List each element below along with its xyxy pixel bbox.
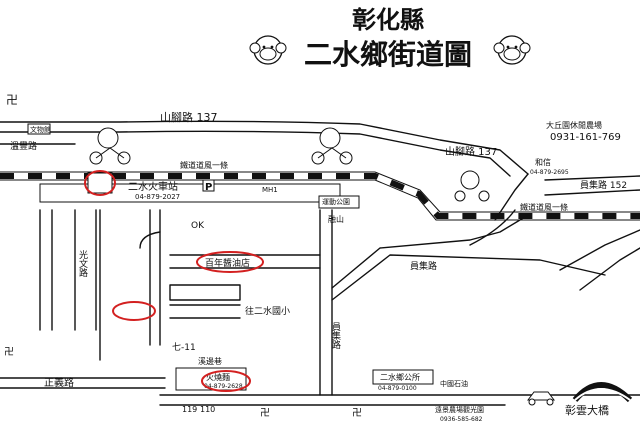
baicheng-label: 百年醬油店 [205, 257, 250, 269]
leisure-farm-phone: 0936-585-682 [440, 416, 483, 423]
county-title: 彰化縣 [352, 5, 424, 34]
station-phone: 04-879-2027 [135, 193, 180, 201]
temple-icon-right: 卍 [352, 407, 362, 419]
car-icon [527, 391, 555, 406]
train-station-building [39, 183, 341, 203]
shanjiao-road [0, 120, 529, 175]
cyclist-icon-3 [454, 170, 490, 202]
bridge-icon [572, 382, 633, 403]
leisure-farm-label: 遠景農場觀光園 [435, 405, 484, 414]
ershui-school-label: 往二水國小 [245, 305, 290, 317]
huochai-phone: 04-879-2628 [204, 383, 243, 390]
svg-text:卍: 卍 [6, 93, 18, 107]
petrol-label: 中國石油 [440, 379, 468, 388]
guangwen-road-label: 光文路 [77, 249, 88, 278]
bee-label: 和信 [535, 157, 551, 167]
huochai-label: 火燒麵 [206, 372, 230, 382]
zhengyi-road-label: 正義路 [44, 376, 74, 389]
temple-icon-left: 卍 [4, 346, 14, 358]
cyclist-icon-2 [311, 127, 353, 165]
cyclist-icon [89, 127, 131, 165]
railway-label-right: 鐵道道風一條 [520, 202, 568, 212]
huochai-marker [201, 370, 251, 392]
svg-text:文物館: 文物館 [30, 125, 51, 134]
township-office-label: 二水鄉公所 [380, 372, 420, 382]
farm-phone: 0931-161-769 [550, 132, 621, 143]
yuanji-vertical-label: 員集路 [330, 322, 341, 350]
yuanji-upper-label: 員集路 152 [580, 179, 627, 191]
railway-label-left: 鐵道道風一條 [180, 160, 228, 170]
shanjiao-road-label-right: 山腳路 137 [445, 145, 497, 158]
wenfeng-road-label: 溫豐路 [10, 140, 37, 152]
xiangtian-label: 溪邊巷 [198, 356, 222, 366]
map-title: 二水鄉街道圖 [304, 38, 472, 71]
monkey-icon-left [249, 35, 287, 65]
train-station-label: 二水火車站 [128, 180, 178, 193]
sports-park-label: 運動公園 [322, 197, 350, 206]
lane-110-label: 110 [200, 405, 215, 414]
township-office-building [372, 369, 434, 385]
ok-store-label: OK [191, 221, 205, 231]
rongshan-label: 融山 [328, 214, 344, 224]
farm-label: 大丘園休閒農場 [546, 120, 602, 130]
railway-track [0, 171, 640, 221]
temple-icon-bottom: 卍 [260, 407, 270, 419]
seven-eleven-label: 七-11 [172, 342, 196, 353]
parking-icon: P [205, 182, 212, 193]
train-station-marker [84, 170, 116, 196]
township-office-phone: 04-879-0100 [378, 385, 417, 392]
bridge-label: 彰雲大橋 [565, 403, 609, 417]
shanjiao-road-label: 山腳路 137 [160, 111, 218, 124]
lane-119-label: 119 [182, 405, 197, 414]
yuanji-mid-label: 員集路 [410, 260, 437, 272]
bike-rental-label: MH1 [262, 186, 278, 194]
left-shop-marker [112, 301, 156, 321]
monkey-icon-right [493, 35, 531, 65]
bee-phone: 04-879-2695 [530, 169, 569, 176]
baicheng-marker [196, 251, 264, 273]
